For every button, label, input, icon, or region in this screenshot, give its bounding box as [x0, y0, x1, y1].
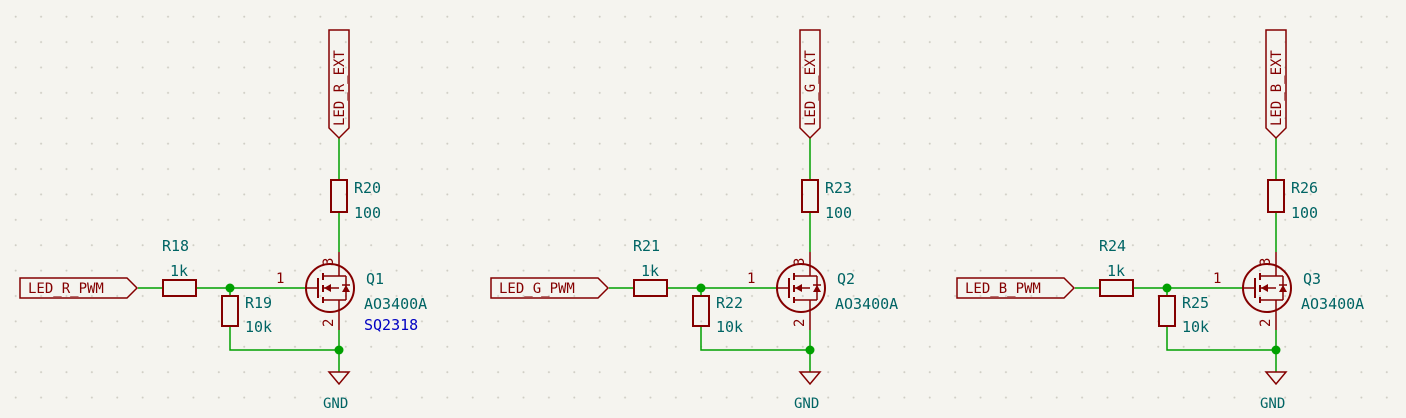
resistor-value: 10k [716, 318, 743, 336]
pin-number: 3 [1258, 258, 1274, 266]
wire [1166, 326, 1276, 351]
channel-red: LED_R_PWM LED_R_EXT R18 1k R19 10k R20 1… [19, 29, 427, 412]
input-label-text: LED_G_PWM [499, 281, 575, 297]
resistor-value: 1k [170, 262, 188, 280]
resistor-ref: R22 [716, 294, 743, 312]
channel-blue: LED_B_PWM LED_B_EXT R24 1k R25 10k R26 1… [956, 29, 1364, 412]
supply-label-text: LED_G_EXT [803, 50, 819, 126]
supply-label-flag[interactable]: LED_R_EXT [328, 29, 350, 140]
input-label-flag[interactable]: LED_R_PWM [19, 277, 139, 299]
input-label-flag[interactable]: LED_B_PWM [956, 277, 1076, 299]
supply-label-flag[interactable]: LED_G_EXT [799, 29, 821, 140]
ground-label: GND [323, 396, 348, 412]
junction-dot [805, 345, 815, 355]
resistor-drain[interactable]: R23 100 [801, 179, 852, 222]
pin-number: 1 [747, 271, 755, 287]
input-label-flag[interactable]: LED_G_PWM [490, 277, 610, 299]
mosfet-ref: Q3 [1303, 270, 1321, 288]
pin-number: 2 [1258, 319, 1274, 327]
ground-label: GND [1260, 396, 1285, 412]
junction-dot [334, 345, 344, 355]
wire [229, 326, 339, 351]
resistor-ref: R23 [825, 179, 852, 197]
resistor-value: 100 [354, 204, 381, 222]
mosfet-symbol[interactable]: 1 3 2 Q2 AO3400A [747, 252, 898, 330]
resistor-pulldown[interactable]: R19 10k [221, 294, 272, 336]
resistor-ref: R21 [633, 237, 660, 255]
resistor-series[interactable]: R24 1k [1099, 237, 1134, 297]
ground-symbol[interactable]: GND [323, 371, 351, 412]
pin-number: 1 [1213, 271, 1221, 287]
resistor-value: 10k [245, 318, 272, 336]
channel-green: LED_G_PWM LED_G_EXT R21 1k R22 10k R23 1… [490, 29, 898, 412]
resistor-ref: R26 [1291, 179, 1318, 197]
resistor-ref: R19 [245, 294, 272, 312]
resistor-series[interactable]: R21 1k [633, 237, 668, 297]
input-label-text: LED_R_PWM [28, 281, 104, 297]
junction-dot [696, 283, 706, 293]
resistor-value: 1k [1107, 262, 1125, 280]
pin-number: 1 [276, 271, 284, 287]
mosfet-alt-value: SQ2318 [364, 316, 418, 334]
mosfet-value: AO3400A [835, 295, 898, 313]
ground-symbol[interactable]: GND [1260, 371, 1288, 412]
junction-dot [1271, 345, 1281, 355]
pin-number: 3 [321, 258, 337, 266]
resistor-value: 100 [1291, 204, 1318, 222]
supply-label-text: LED_R_EXT [332, 50, 348, 126]
mosfet-value: AO3400A [1301, 295, 1364, 313]
resistor-drain[interactable]: R26 100 [1267, 179, 1318, 222]
wire [700, 326, 810, 351]
ground-label: GND [794, 396, 819, 412]
mosfet-value: AO3400A [364, 295, 427, 313]
junction-dot [225, 283, 235, 293]
supply-label-flag[interactable]: LED_B_EXT [1265, 29, 1287, 140]
resistor-series[interactable]: R18 1k [162, 237, 197, 297]
pin-number: 3 [792, 258, 808, 266]
junction-dot [1162, 283, 1172, 293]
resistor-drain[interactable]: R20 100 [330, 179, 381, 222]
mosfet-symbol[interactable]: 1 3 2 Q1 AO3400A SQ2318 [276, 252, 427, 334]
pin-number: 2 [321, 319, 337, 327]
mosfet-ref: Q2 [837, 270, 855, 288]
resistor-pulldown[interactable]: R22 10k [692, 294, 743, 336]
resistor-ref: R25 [1182, 294, 1209, 312]
resistor-value: 100 [825, 204, 852, 222]
resistor-pulldown[interactable]: R25 10k [1158, 294, 1209, 336]
pin-number: 2 [792, 319, 808, 327]
mosfet-symbol[interactable]: 1 3 2 Q3 AO3400A [1213, 252, 1364, 330]
supply-label-text: LED_B_EXT [1269, 50, 1285, 126]
resistor-ref: R18 [162, 237, 189, 255]
ground-symbol[interactable]: GND [794, 371, 822, 412]
input-label-text: LED_B_PWM [965, 281, 1041, 297]
resistor-ref: R24 [1099, 237, 1126, 255]
resistor-ref: R20 [354, 179, 381, 197]
mosfet-ref: Q1 [366, 270, 384, 288]
resistor-value: 1k [641, 262, 659, 280]
resistor-value: 10k [1182, 318, 1209, 336]
